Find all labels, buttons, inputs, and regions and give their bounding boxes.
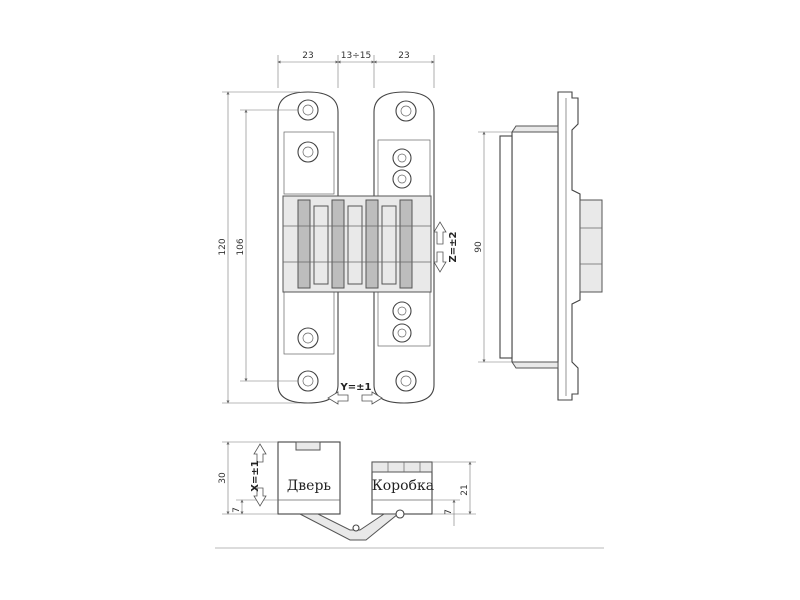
y-adjustment-label: Y=±1 (340, 382, 372, 393)
width-dimensions: 23 13÷15 23 (277, 51, 435, 88)
dim-width-right: 23 (398, 51, 409, 61)
dim-height-total: 120 (218, 238, 228, 255)
section-dims-right: 21 7 (432, 461, 476, 526)
door-label: Дверь (287, 478, 332, 494)
frame-block: Коробка (371, 461, 434, 515)
door-block: Дверь (277, 441, 341, 515)
section-view: Дверь Коробка 30 7 (215, 441, 604, 549)
dim-section-height: 30 (218, 472, 228, 484)
dim-width-left: 23 (302, 51, 313, 61)
dim-section-offset-right: 7 (444, 509, 454, 515)
side-view: 90 (474, 91, 603, 401)
y-adjustment: Y=±1 (327, 382, 383, 405)
section-dims-left: 30 7 (218, 441, 278, 515)
z-adjustment: Z=±2 (433, 221, 459, 273)
frame-label: Коробка (372, 478, 434, 494)
dim-height-screws: 106 (236, 238, 246, 255)
side-height-dimension: 90 (474, 131, 512, 363)
hinge-mechanism (282, 195, 432, 293)
linkage (299, 509, 405, 541)
dim-section-offset-left: 7 (232, 507, 242, 513)
z-adjustment-label: Z=±2 (448, 231, 459, 262)
dim-height-side: 90 (474, 241, 484, 253)
front-view: 23 13÷15 23 120 106 Z=±2 Y=±1 (218, 51, 459, 405)
dim-width-gap: 13÷15 (341, 51, 371, 61)
x-adjustment: X=±1 (250, 443, 267, 507)
dim-section-frame-height: 21 (460, 484, 470, 495)
x-adjustment-label: X=±1 (250, 460, 261, 491)
height-dimensions: 120 106 (218, 91, 300, 404)
